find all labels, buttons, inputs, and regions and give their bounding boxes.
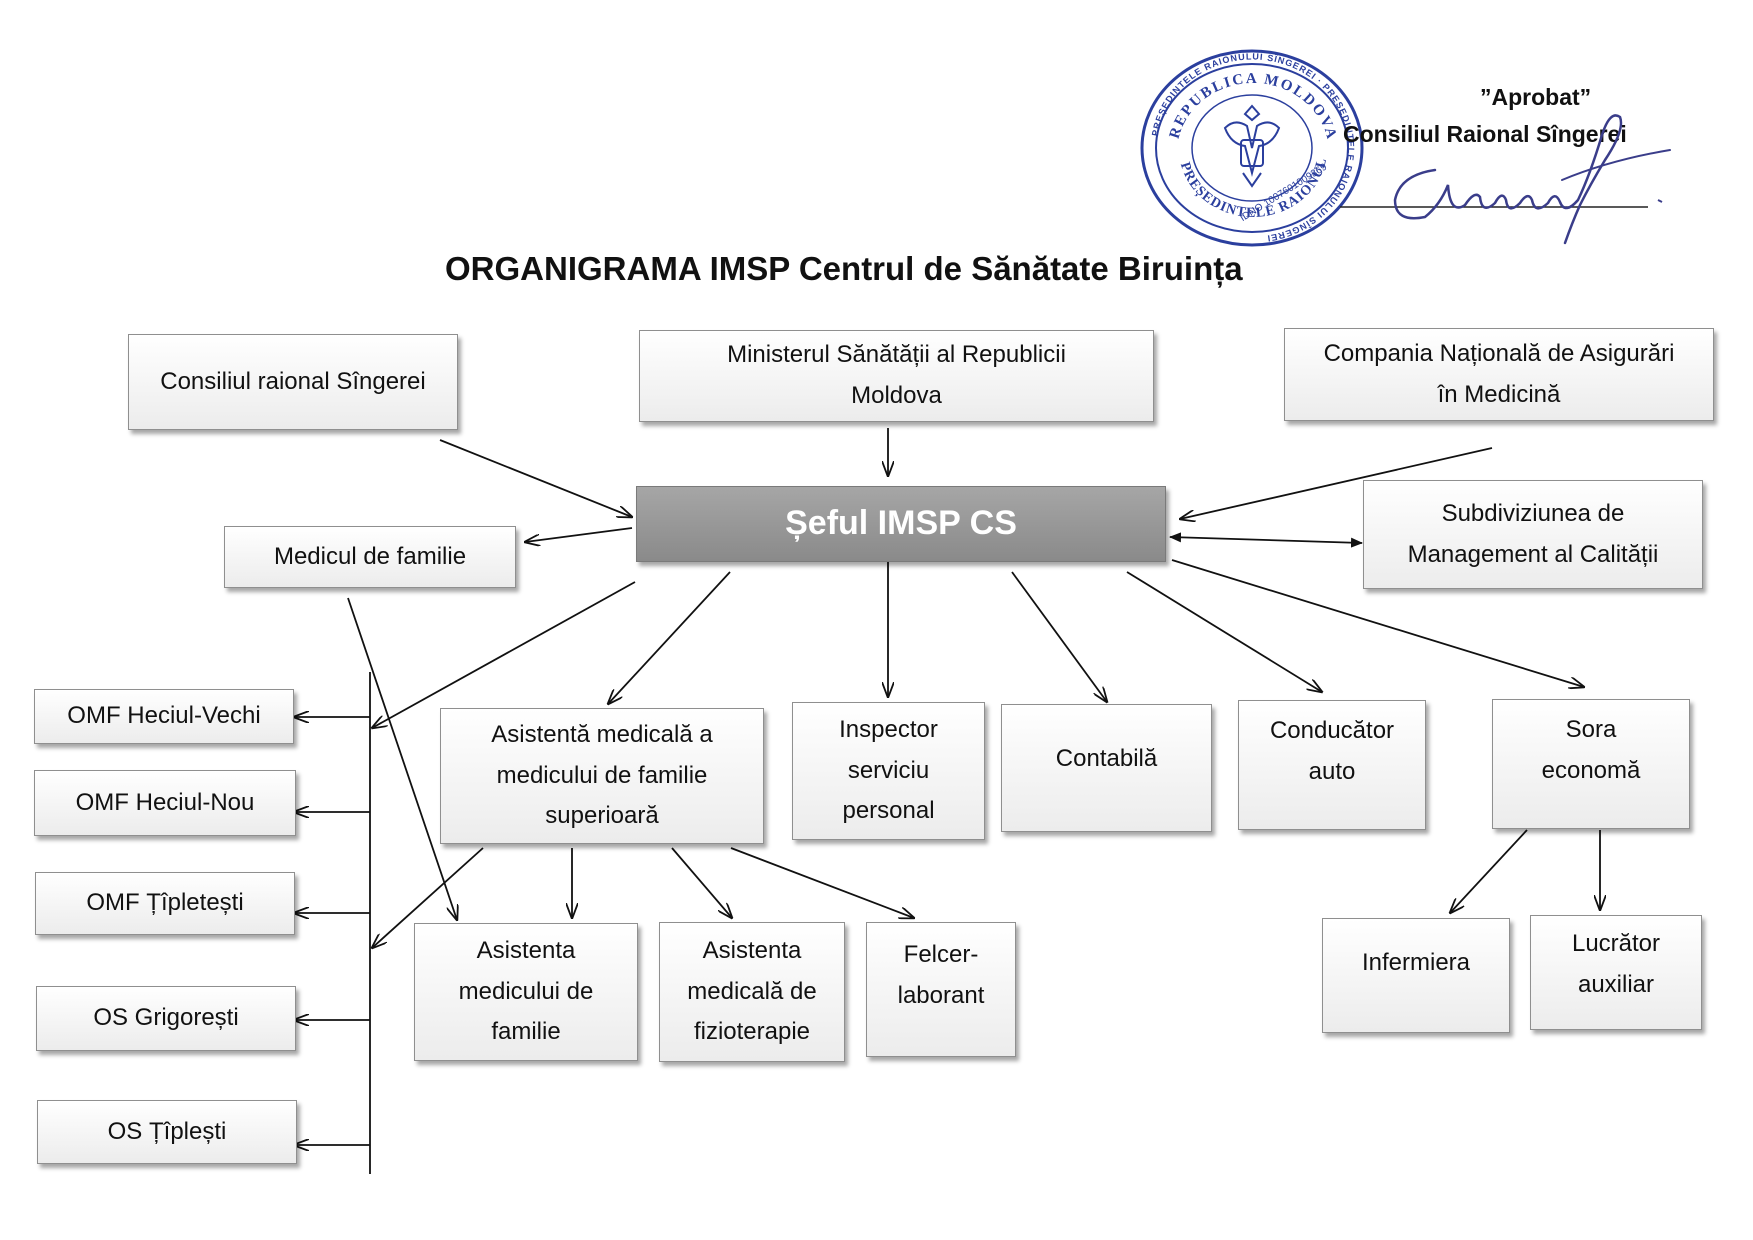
- node-label: OMF Heciul-Vechi: [67, 702, 261, 730]
- node-asistenta-superioara: Asistentă medicală a medicului de famili…: [440, 708, 764, 844]
- node-label: Sora: [1565, 716, 1617, 743]
- node-label: fizioterapie: [693, 1018, 811, 1046]
- node-felcer-laborant: Felcer- laborant: [866, 922, 1016, 1057]
- node-label: Asistentă medicală a: [491, 720, 713, 748]
- node-label: Asistenta: [702, 936, 802, 964]
- node-os-grigoresti: OS Grigorești: [36, 986, 296, 1051]
- node-label: laborant: [897, 981, 985, 1009]
- node-os-tiplesti: OS Țîplești: [37, 1100, 297, 1164]
- node-label: familie: [491, 1018, 561, 1046]
- node-label: Felcer-: [903, 941, 979, 968]
- node-label: economă: [1541, 756, 1641, 784]
- node-label: medicului de familie: [496, 761, 708, 789]
- node-label: Contabilă: [1055, 745, 1158, 772]
- node-label: Inspector: [839, 715, 938, 743]
- node-compania-asigurari: Compania Națională de Asigurări în Medic…: [1284, 328, 1714, 421]
- page-title: ORGANIGRAMA IMSP Centrul de Sănătate Bir…: [445, 250, 1243, 287]
- node-label: OS Grigorești: [93, 1004, 239, 1032]
- node-label: Compania Națională de Asigurări: [1323, 339, 1675, 367]
- node-label: Conducător: [1269, 717, 1395, 744]
- node-label: medicală de: [687, 977, 817, 1005]
- node-label: Ministerul Sănătății al Republicii: [727, 341, 1066, 369]
- node-label: Lucrător: [1571, 930, 1661, 957]
- node-label: în Medicină: [1437, 380, 1561, 408]
- node-label: serviciu: [847, 756, 930, 784]
- node-ministerul-sanatatii: Ministerul Sănătății al Republicii Moldo…: [639, 330, 1154, 422]
- node-label: Moldova: [851, 382, 942, 409]
- approval-heading: ”Aprobat”: [1480, 84, 1592, 110]
- node-subdiviziunea-management: Subdiviziunea de Management al Calității: [1363, 480, 1703, 589]
- node-label: Subdiviziunea de: [1441, 499, 1625, 527]
- node-omf-heciul-nou: OMF Heciul-Nou: [34, 770, 296, 836]
- node-label: Asistenta: [476, 936, 576, 964]
- node-label: personal: [842, 797, 935, 825]
- node-label: Șeful IMSP CS: [785, 504, 1017, 543]
- node-infermiera: Infermiera: [1322, 918, 1510, 1033]
- node-omf-tipletesti: OMF Țîpletești: [35, 872, 295, 935]
- node-sora-econoama: Sora economă: [1492, 699, 1690, 829]
- node-medicul-de-familie: Medicul de familie: [224, 526, 516, 588]
- node-label: OMF Heciul-Nou: [75, 788, 255, 816]
- node-omf-heciul-vechi: OMF Heciul-Vechi: [34, 689, 294, 744]
- node-label: Consiliul raional Sîngerei: [160, 367, 426, 395]
- node-label: auxiliar: [1577, 970, 1654, 998]
- node-label: OS Țîplești: [107, 1117, 227, 1145]
- approval-authority: Consiliul Raional Sîngerei: [1343, 121, 1627, 147]
- node-label: auto: [1308, 757, 1356, 785]
- node-lucrator-auxiliar: Lucrător auxiliar: [1530, 915, 1702, 1030]
- node-label: Infermiera: [1361, 949, 1471, 976]
- node-label: medicului de: [458, 977, 594, 1005]
- node-label: Management al Calității: [1407, 540, 1659, 568]
- node-consiliul-raional: Consiliul raional Sîngerei: [128, 334, 458, 430]
- handwritten-signature: [1340, 114, 1671, 245]
- node-inspector-personal: Inspector serviciu personal: [792, 702, 985, 840]
- node-asistenta-fizioterapie: Asistenta medicală de fizioterapie: [659, 922, 845, 1062]
- node-seful-imsp: Șeful IMSP CS: [636, 486, 1166, 562]
- node-asistenta-medicului-de-familie: Asistenta medicului de familie: [414, 923, 638, 1061]
- node-conducator-auto: Conducător auto: [1238, 700, 1426, 830]
- node-contabila: Contabilă: [1001, 704, 1212, 832]
- node-label: superioară: [545, 802, 659, 830]
- official-seal-stamp: PREȘEDINTELE RAIONULUI SÎNGEREI · PREȘED…: [1135, 48, 1364, 247]
- node-label: OMF Țîpletești: [86, 889, 244, 917]
- node-label: Medicul de familie: [273, 542, 467, 570]
